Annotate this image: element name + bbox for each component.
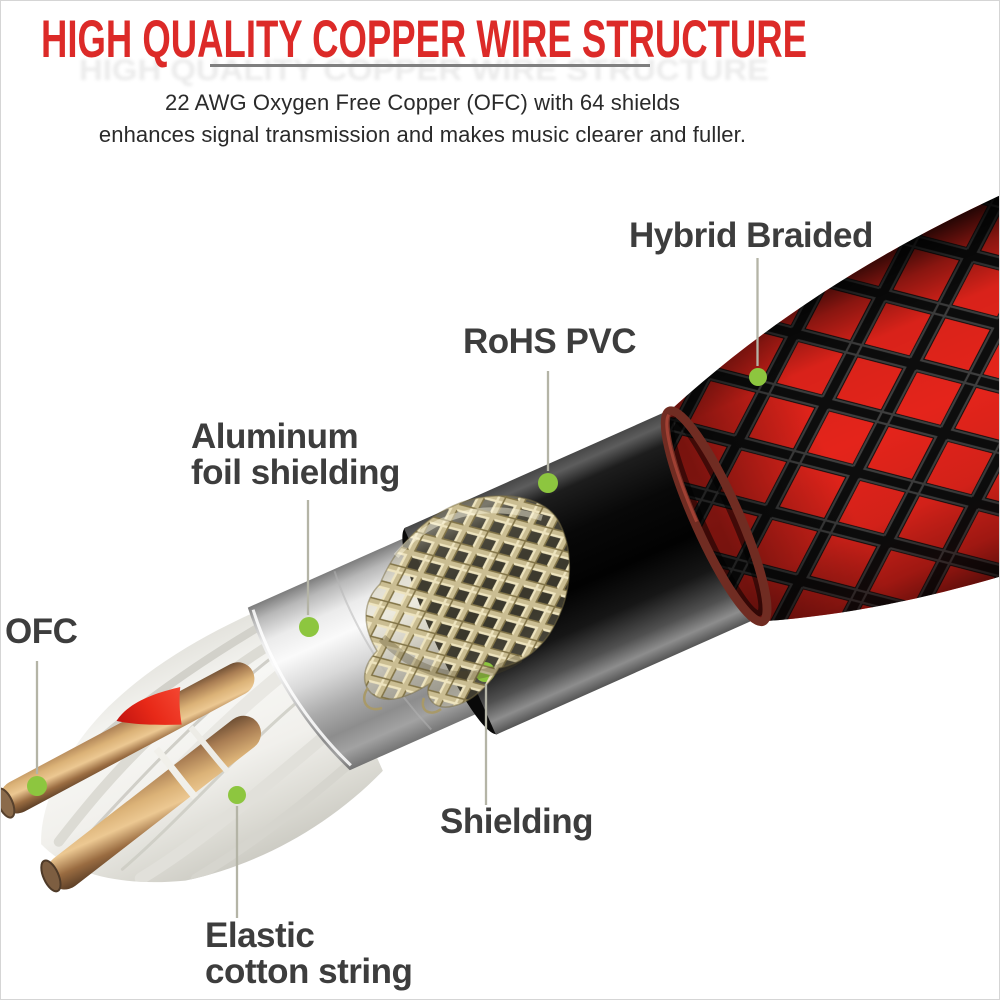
rohs-pvc-dot — [538, 473, 558, 493]
callout-dots — [27, 368, 767, 804]
elastic-cotton-dot — [228, 786, 246, 804]
copper-wire-lower-graphic — [40, 715, 262, 893]
page-title: HIGH QUALITY COPPER WIRE STRUCTURE — [41, 10, 807, 69]
callout-label-aluminum-foil-shielding: Aluminum foil shielding — [191, 417, 400, 492]
title-divider — [210, 64, 650, 67]
callout-label-shielding: Shielding — [440, 802, 594, 841]
braided-sleeve-layer-graphic — [623, 159, 1000, 698]
subtitle-line-2: enhances signal transmission and makes m… — [98, 122, 747, 147]
callout-label-elastic-cotton-string: Elastic cotton string — [205, 916, 413, 991]
subtitle-line-1: 22 AWG Oxygen Free Copper (OFC) with 64 … — [165, 90, 680, 115]
ofc-dot — [27, 776, 47, 796]
callout-label-ofc: OFC — [5, 612, 78, 651]
callout-lines — [35, 258, 759, 918]
hybrid-braided-dot — [749, 368, 767, 386]
red-insulation-wedge-graphic — [116, 686, 182, 725]
aluminum-foil-dot — [299, 617, 319, 637]
title-ghost-artifact: HIGH QUALITY COPPER WIRE STRUCTURE — [79, 54, 769, 87]
callout-label-hybrid-braided: Hybrid Braided — [629, 216, 873, 255]
shield-mesh-layer-graphic — [363, 495, 571, 714]
callout-label-rohs-pvc: RoHS PVC — [463, 322, 636, 361]
